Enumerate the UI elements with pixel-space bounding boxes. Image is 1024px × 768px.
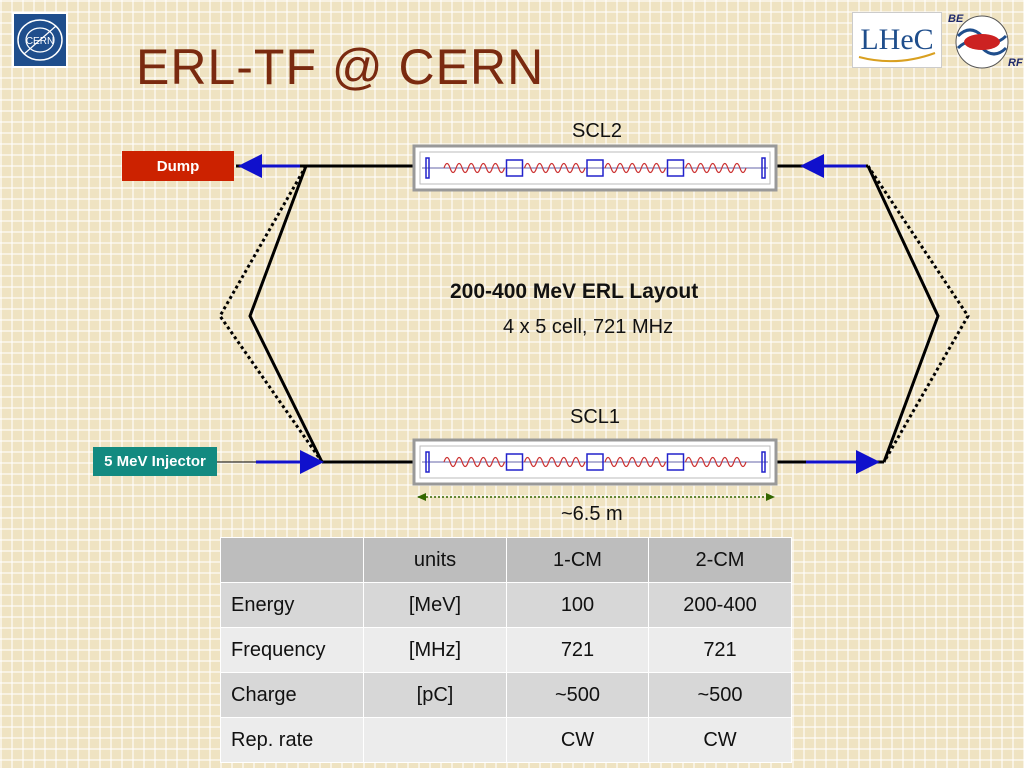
table-cell: 200-400 (648, 582, 792, 628)
table-cell: ~500 (648, 672, 792, 718)
table-header-cell: 1-CM (506, 537, 649, 583)
lhec-logo: LHeC (852, 12, 942, 68)
lhec-logo-icon: LHeC (858, 23, 936, 63)
cern-logo-text: CERN (26, 36, 54, 47)
end-flange (761, 157, 766, 179)
coupler-box (666, 453, 685, 471)
coupler-box (666, 159, 685, 177)
end-flange (425, 157, 430, 179)
scl2-cryomodule (412, 144, 778, 192)
table-cell: Rep. rate (220, 717, 364, 763)
cavity-coil (604, 162, 667, 174)
table-header-row: units 1-CM 2-CM (220, 537, 792, 583)
table-cell: [pC] (363, 672, 507, 718)
table-row: Energy [MeV] 100 200-400 (220, 582, 792, 628)
table-cell: [MHz] (363, 627, 507, 673)
scl2-label: SCL2 (572, 120, 623, 142)
end-flange (761, 451, 766, 473)
table-cell: 721 (648, 627, 792, 673)
dotted-return-path (218, 165, 970, 463)
table-row: Rep. rate CW CW (220, 717, 792, 763)
table-row: Frequency [MHz] 721 721 (220, 627, 792, 673)
slide-title: ERL-TF @ CERN (136, 39, 545, 95)
parameters-table: units 1-CM 2-CM Energy [MeV] 100 200-400… (220, 537, 792, 763)
scl1-label: SCL1 (570, 406, 621, 428)
cavity-coil (684, 162, 747, 174)
lhec-logo-text: LHeC (860, 23, 933, 56)
injector-box: 5 MeV Injector (93, 447, 217, 476)
table-header-cell: 2-CM (648, 537, 792, 583)
be-rf-logo: BE RF (940, 10, 1024, 72)
scl1-cryomodule (412, 438, 778, 486)
table-cell: Charge (220, 672, 364, 718)
coupler-box (586, 453, 604, 471)
cavity-coil (523, 456, 586, 468)
cavity-coil (684, 456, 747, 468)
table-cell: Energy (220, 582, 364, 628)
coupler-box (586, 159, 604, 177)
table-cell: 721 (506, 627, 649, 673)
coupler-box (505, 453, 524, 471)
layout-title: 200-400 MeV ERL Layout (450, 280, 699, 303)
length-label: ~6.5 m (561, 503, 623, 525)
table-cell (363, 717, 507, 763)
table-cell: ~500 (506, 672, 649, 718)
be-rf-logo-icon: BE RF (948, 13, 1023, 69)
table-header-cell (220, 537, 364, 583)
table-cell: Frequency (220, 627, 364, 673)
cavity-coil (443, 456, 506, 468)
coupler-box (505, 159, 524, 177)
cavity-coil (604, 456, 667, 468)
cavity-coil (443, 162, 506, 174)
table-header-cell: units (363, 537, 507, 583)
be-text: BE (948, 13, 964, 25)
cern-logo-icon: CERN (17, 19, 63, 61)
cavity-coil (523, 162, 586, 174)
end-flange (425, 451, 430, 473)
rf-text: RF (1008, 57, 1023, 69)
dump-box: Dump (122, 151, 234, 181)
cern-logo: CERN (12, 12, 68, 68)
table-cell: CW (648, 717, 792, 763)
table-cell: 100 (506, 582, 649, 628)
table-row: Charge [pC] ~500 ~500 (220, 672, 792, 718)
table-cell: [MeV] (363, 582, 507, 628)
table-cell: CW (506, 717, 649, 763)
layout-subtitle: 4 x 5 cell, 721 MHz (503, 316, 674, 338)
